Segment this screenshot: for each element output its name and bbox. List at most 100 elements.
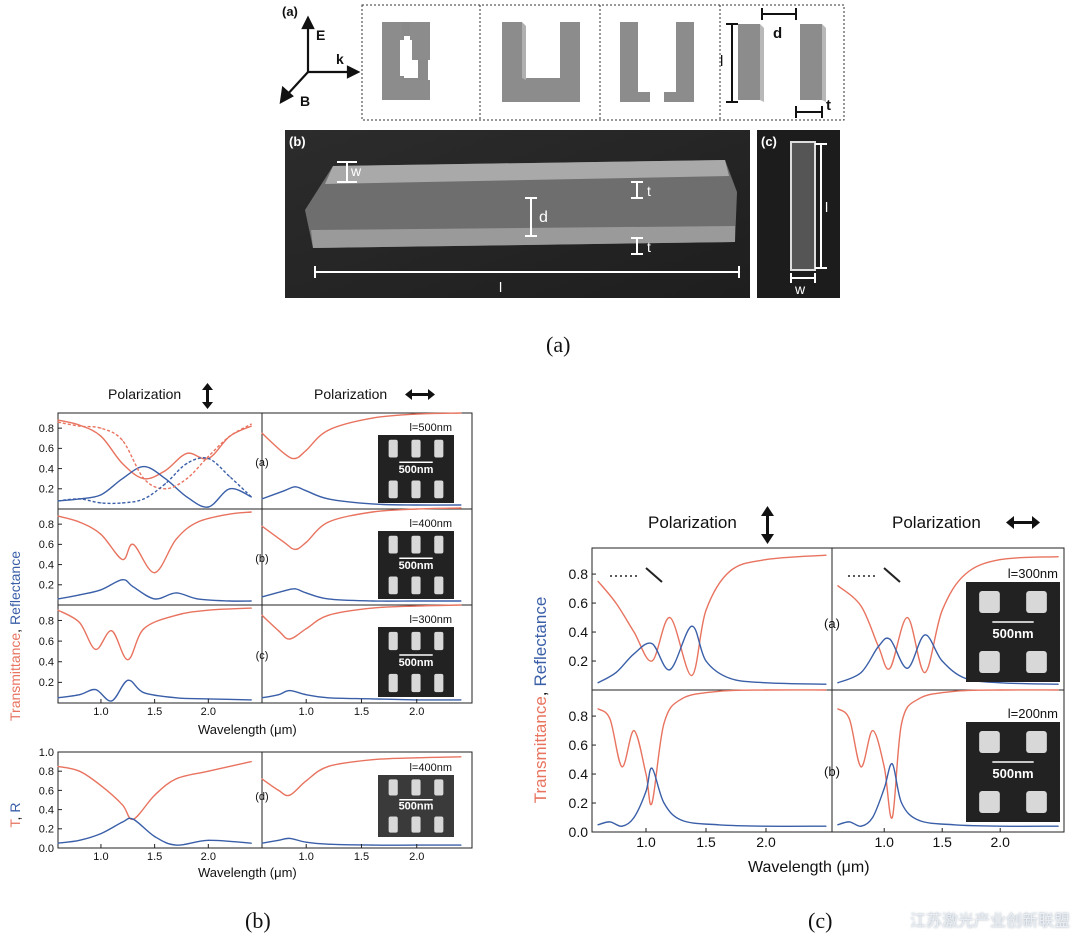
fig-b-row2-right-point-1-2 xyxy=(289,690,291,692)
dim-t-label: t xyxy=(826,97,831,114)
fig-c-row1-left-point-0-4 xyxy=(645,773,647,775)
fig-c-row1-left-point-0-1 xyxy=(609,718,611,720)
fig-b-row1-left-point-1-1 xyxy=(78,594,81,596)
fig-c-row1-left-point-1-1 xyxy=(609,821,611,823)
fig-c-row0-left-point-1-0 xyxy=(597,682,599,684)
fig-b-row2-left-ytick-0: 0.2 xyxy=(39,677,54,689)
fig-c-row1-right-point-0-0 xyxy=(837,708,839,710)
fig-b-row0-right-point-1-2 xyxy=(294,486,296,488)
fig-b-row1-left-point-0-5 xyxy=(154,572,156,574)
svg-text:Transmittance,Reflectance: Transmittance,Reflectance xyxy=(531,597,550,804)
srr-shape-closed xyxy=(382,22,430,100)
fig-b-ylabel-sep: , xyxy=(7,629,23,633)
fig-b-row3-right-xtick-2: 2.0 xyxy=(409,851,424,863)
sem-c-label: (c) xyxy=(761,134,777,149)
fig-b-row3-left-point-1-5 xyxy=(154,835,156,838)
fig-b-row2-left-point-1-6 xyxy=(175,697,177,699)
fig-b-row2-left-point-1-8 xyxy=(250,699,252,701)
fig-b-row2-left-point-0-8 xyxy=(250,607,252,609)
fig-b-row1-right xyxy=(261,507,473,606)
fig-b-row1-left-point-0-1 xyxy=(78,521,81,523)
fig-b-row0-left-ytick-1: 0.4 xyxy=(39,463,54,475)
fig-b-row1-right-point-0-3 xyxy=(305,541,307,543)
fig-c-row0-right-point-1-6 xyxy=(941,660,943,662)
fig-c-row0-left-point-0-0 xyxy=(597,580,599,582)
fig-c-inset-1-particle xyxy=(979,731,1000,753)
fig-b-row0-left-series-3 xyxy=(57,457,252,505)
fig-b-row3-left-ytick-1: 0.2 xyxy=(39,824,54,836)
fig-c-row1-left-point-0-2 xyxy=(621,766,623,768)
fig-b-row0-left: 0.20.40.60.8 xyxy=(39,412,263,510)
fig-b-row2-right-point-0-0 xyxy=(261,614,263,616)
fig-c-row1-left-point-1-0 xyxy=(597,824,599,826)
sem-image-b: (b) w d t t l xyxy=(285,130,750,298)
fig-b-row1-left-ytick-3: 0.8 xyxy=(39,519,54,531)
fig-b-row1-left-point-1-9 xyxy=(250,600,252,602)
fig-b-inset-1-particle xyxy=(411,535,421,554)
fig-c-row1-left-point-0-5 xyxy=(651,802,653,804)
fig-b-row3-right-point-0-5 xyxy=(371,759,374,761)
fig-b-row3-left-point-1-3 xyxy=(121,821,124,823)
fig-b-inset-1-particle xyxy=(411,576,421,595)
fig-c-row0-left-point-0-4 xyxy=(669,616,671,619)
fig-b-row0-right-point-1-3 xyxy=(305,490,307,492)
fig-b-row2-right-frame xyxy=(261,604,473,704)
fig-b-row1-right-point-1-4 xyxy=(327,598,329,600)
fig-c-row1-left-xtick-1: 1.5 xyxy=(696,834,716,850)
fig-c-row1-right-point-1-8 xyxy=(953,824,955,826)
fig-b-inset-0-particle xyxy=(388,480,398,499)
fig-c-polarization-left: Polarization xyxy=(648,513,737,532)
arrow-horizontal-icon xyxy=(405,389,435,400)
fig-c-row1-left-point-1-5 xyxy=(651,767,653,769)
fig-b-row0-right-point-1-5 xyxy=(371,503,374,505)
fig-b-inset-0-particle xyxy=(388,439,398,458)
fig-b-row-label-1: (b) xyxy=(255,553,268,565)
fig-b-row1-left-point-0-0 xyxy=(57,515,59,517)
fig-c-polarization-right: Polarization xyxy=(892,513,981,532)
fig-b-ylabel2-sep: , xyxy=(7,817,23,821)
fig-b-row2-right-point-0-3 xyxy=(305,628,307,630)
fig-b-left-xtick-1: 1.5 xyxy=(147,706,162,718)
dim-l-label: l xyxy=(720,53,723,70)
sem-t2-label: t xyxy=(647,239,651,255)
fig-c-row1-left-point-0-0 xyxy=(597,708,599,710)
fig-b-row1-left-ytick-1: 0.4 xyxy=(39,559,54,571)
fig-b-row3-right-point-0-2 xyxy=(289,794,291,796)
fig-b-row2-right-point-1-7 xyxy=(460,699,462,701)
fig-b-row1-right-point-0-7 xyxy=(460,507,462,509)
fig-c-row1-left-point-1-3 xyxy=(633,816,635,819)
fig-c-row1-left-point-1-9 xyxy=(765,825,767,827)
fig-b-row3-right-series-0 xyxy=(261,756,461,797)
fig-b-row3-right-xtick-0: 1.0 xyxy=(299,851,314,863)
fig-c-row0-left-point-1-3 xyxy=(651,643,653,645)
fig-c-row0-right-point-1-9 xyxy=(1057,683,1059,685)
fig-b-row0-left-point-0-5 xyxy=(164,470,166,472)
fig-b-row0-left-point-0-3 xyxy=(121,462,124,465)
fig-b-row0-left-point-0-6 xyxy=(186,452,188,455)
fig-c-row0-right-point-0-3 xyxy=(889,667,891,669)
fig-b-inset-1-scalebar-label: 500nm xyxy=(399,560,434,572)
fig-b-row3-left-xtick-1: 1.5 xyxy=(147,851,162,863)
fig-b-inset-3-particle xyxy=(411,816,421,833)
fig-b-row3-left-point-1-8 xyxy=(250,842,252,844)
fig-c-row0-left-point-0-3 xyxy=(651,660,653,662)
fig-b-row0-left-point-2-6 xyxy=(186,478,188,480)
fig-b-row2-right-point-0-4 xyxy=(327,614,329,616)
fig-b-row3-right-xtick-1: 1.5 xyxy=(354,851,369,863)
fig-c-row0-right-point-0-7 xyxy=(964,573,966,575)
fig-c-row1-left-point-0-8 xyxy=(717,690,719,693)
fig-b-row2-left-point-0-3 xyxy=(111,630,113,632)
fig-b-row0-left-point-2-5 xyxy=(164,488,166,490)
fig-b-row2-right-point-0-7 xyxy=(460,604,462,606)
sem-d-label: d xyxy=(539,209,548,226)
fig-b-inset-3-scalebar-label: 500nm xyxy=(399,801,434,813)
fig-c-row1-left-point-1-4 xyxy=(645,790,647,793)
fig-c-row0-right-point-1-0 xyxy=(837,682,839,684)
fig-c-row1-left-point-0-7 xyxy=(681,698,683,700)
fig-b-row3-left-series-1 xyxy=(57,817,252,846)
fig-b-row0-left-point-2-0 xyxy=(57,421,59,423)
fig-b-row3-left-series-0 xyxy=(57,760,252,820)
fig-b-row2-left-point-0-0 xyxy=(57,609,59,611)
